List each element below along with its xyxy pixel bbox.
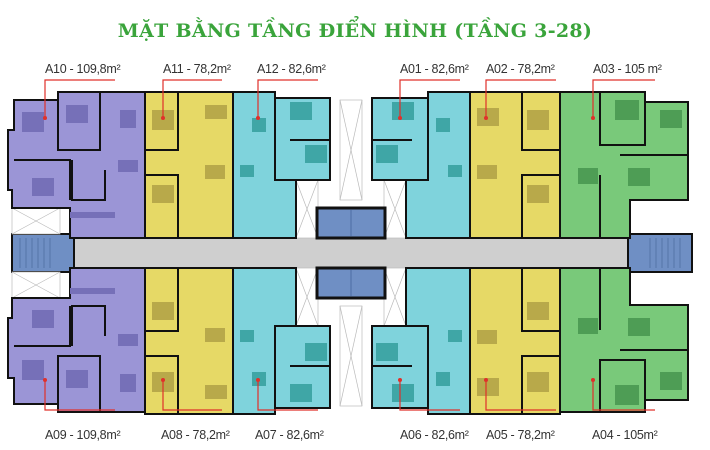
unit-label-a05: A05 - 78,2m² — [486, 428, 555, 442]
unit-label-a10: A10 - 109,8m² — [45, 62, 121, 76]
unit-label-a09: A09 - 109,8m² — [45, 428, 121, 442]
central-corridor — [70, 238, 630, 268]
unit-label-a03: A03 - 105 m² — [593, 62, 662, 76]
unit-label-a08: A08 - 78,2m² — [161, 428, 230, 442]
unit-label-a11: A11 - 78,2m² — [163, 62, 231, 76]
stair-right — [627, 233, 693, 273]
unit-label-a01: A01 - 82,6m² — [400, 62, 469, 76]
unit-label-a06: A06 - 82,6m² — [400, 428, 469, 442]
unit-label-a02: A02 - 78,2m² — [486, 62, 555, 76]
floor-plan-title: MẶT BẰNG TẦNG ĐIỂN HÌNH (TẦNG 3-28) — [117, 20, 593, 42]
stair-left — [11, 233, 75, 273]
unit-label-a04: A04 - 105m² — [592, 428, 658, 442]
unit-a04 — [559, 267, 689, 413]
unit-label-a07: A07 - 82,6m² — [255, 428, 324, 442]
unit-label-a12: A12 - 82,6m² — [257, 62, 326, 76]
